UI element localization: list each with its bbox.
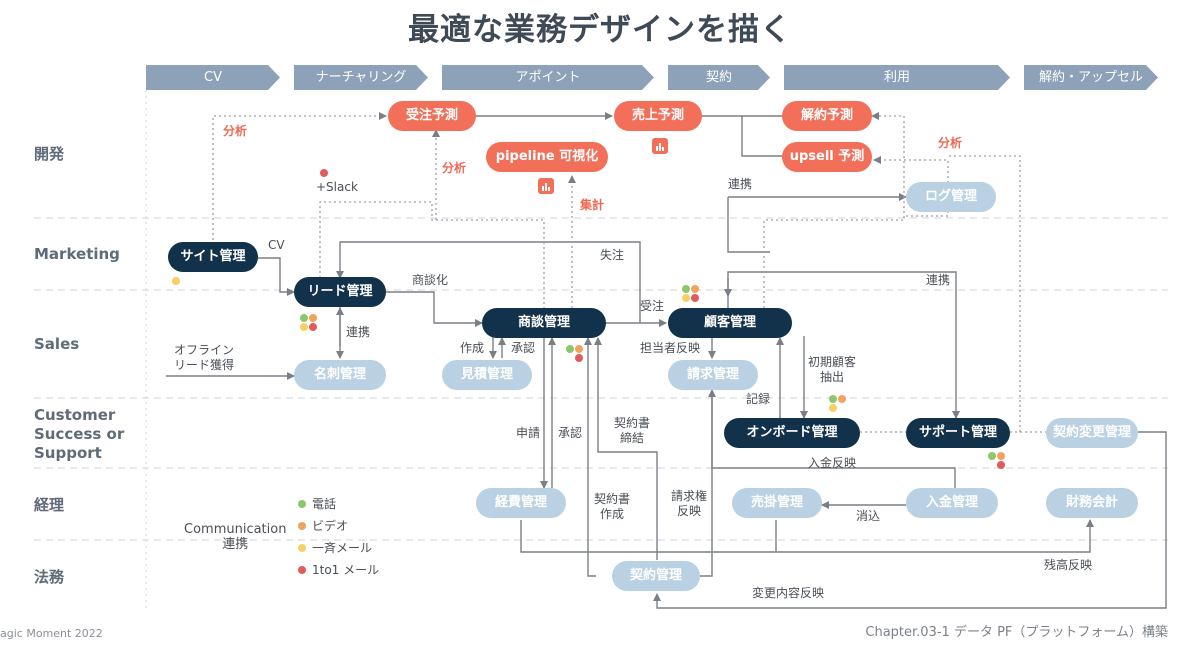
edge-label: 変更内容反映 <box>752 586 825 600</box>
legend-dot-mass-mail <box>298 544 306 552</box>
lane-accounting: 経理 <box>34 496 65 514</box>
status-dot <box>309 314 317 322</box>
edge-label: +Slack <box>316 180 358 194</box>
edge-label: 分析 <box>442 161 467 175</box>
node-contract-change-management: 契約変更管理 <box>1046 418 1138 448</box>
phase-cv: CV <box>146 65 280 90</box>
node-support-management: サポート管理 <box>906 418 1010 448</box>
node-upsell-forecast: upsell 予測 <box>782 142 872 172</box>
edge-label: オフライン リード獲得 <box>174 343 235 372</box>
status-dot <box>300 314 308 322</box>
edge-label: 担当者反映 <box>640 341 701 355</box>
edge-label: 分析 <box>223 124 248 138</box>
node-estimate-management: 見積管理 <box>442 360 532 390</box>
legend-dot-phone <box>298 500 306 508</box>
lane-legal: 法務 <box>34 568 65 586</box>
edge-label: 集計 <box>580 198 605 212</box>
edge-label: 契約書 作成 <box>594 492 631 521</box>
chart-icon <box>538 178 554 194</box>
edge-label: 残高反映 <box>1044 558 1093 572</box>
node-log-management: ログ管理 <box>906 182 996 212</box>
status-dot <box>997 452 1005 460</box>
node-order-forecast: 受注予測 <box>388 101 476 131</box>
legend-dot-one-to-one-mail <box>298 566 306 574</box>
node-onboarding-management: オンボード管理 <box>724 418 860 448</box>
edge-label: 受注 <box>640 299 665 313</box>
legend-title: Communication 連携 <box>184 522 287 552</box>
status-dot <box>682 285 690 293</box>
status-dot <box>300 323 308 331</box>
status-dot <box>309 323 317 331</box>
node-financial-accounting: 財務会計 <box>1046 488 1138 518</box>
status-dot <box>838 395 846 403</box>
status-dot <box>566 345 574 353</box>
status-dot <box>988 452 996 460</box>
status-dot <box>320 169 328 177</box>
status-dot <box>172 277 180 285</box>
footer-copyright: agic Moment 2022 <box>0 627 103 640</box>
edge-label: 入金反映 <box>808 456 857 470</box>
node-lead-management: リード管理 <box>294 277 386 307</box>
node-pipeline-visualization: pipeline 可視化 <box>486 142 608 172</box>
edge-label: 消込 <box>856 509 881 523</box>
node-site-management: サイト管理 <box>168 242 258 272</box>
phase-usage: 利用 <box>784 65 1010 90</box>
edge-label: 分析 <box>938 136 963 150</box>
lane-marketing: Marketing <box>34 245 120 263</box>
edge-label: 承認 <box>558 426 583 440</box>
edge-label: 申請 <box>516 426 541 440</box>
edge-label: 連携 <box>728 177 753 191</box>
node-customer-management: 顧客管理 <box>668 308 792 338</box>
node-business-card-management: 名刺管理 <box>294 360 386 390</box>
status-dot <box>691 285 699 293</box>
phase-contract: 契約 <box>668 65 770 90</box>
legend-dot-video <box>298 522 306 530</box>
edge-label: CV <box>268 238 285 252</box>
legend-label: 1to1 メール <box>312 563 380 577</box>
edge-label: 初期顧客 抽出 <box>808 355 857 384</box>
node-expense-management: 経費管理 <box>476 488 566 518</box>
lane-dev: 開発 <box>34 145 65 163</box>
chart-icon <box>652 138 668 154</box>
edge-label: 商談化 <box>412 273 449 287</box>
footer-chapter: Chapter.03-1 データ PF（プラットフォーム）構築 <box>865 625 1168 640</box>
status-dot <box>575 345 583 353</box>
edge-label: 記録 <box>746 392 771 406</box>
lane-sales: Sales <box>34 335 80 353</box>
node-contract-management: 契約管理 <box>612 561 700 591</box>
node-receivable-management: 売掛管理 <box>732 488 822 518</box>
status-dot <box>829 395 837 403</box>
phase-appointment: アポイント <box>442 65 654 90</box>
node-sales-forecast: 売上予測 <box>614 101 702 131</box>
legend-label: 電話 <box>312 497 337 511</box>
node-deal-management: 商談管理 <box>482 308 606 338</box>
edge-label: 失注 <box>600 248 625 262</box>
edge-label: 連携 <box>926 273 951 287</box>
legend-label: 一斉メール <box>312 541 373 555</box>
phase-nurturing: ナーチャリング <box>294 65 428 90</box>
status-dot <box>997 461 1005 469</box>
edge-label: 作成 <box>460 341 485 355</box>
node-payment-management: 入金管理 <box>906 488 998 518</box>
edge-label: 承認 <box>511 341 536 355</box>
phase-churn-upsell: 解約・アップセル <box>1024 65 1158 90</box>
status-dot <box>575 354 583 362</box>
legend-label: ビデオ <box>312 519 349 533</box>
node-billing-management: 請求管理 <box>668 360 758 390</box>
page-title: 最適な業務デザインを描く <box>408 12 792 48</box>
status-dot <box>691 294 699 302</box>
status-dot <box>829 404 837 412</box>
node-churn-forecast: 解約予測 <box>782 101 872 131</box>
edge-label: 請求権 反映 <box>671 489 708 518</box>
edge-label: 連携 <box>346 325 371 339</box>
lane-customer-success: Customer Success or Support <box>34 406 125 462</box>
status-dot <box>682 294 690 302</box>
edge-label: 契約書 締結 <box>614 416 651 445</box>
